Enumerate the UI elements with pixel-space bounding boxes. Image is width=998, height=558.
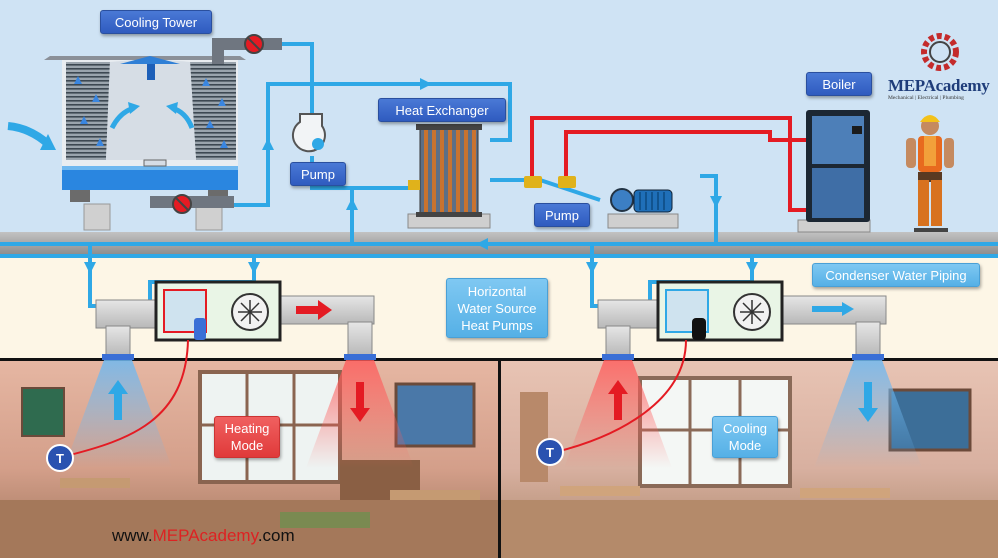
website-prefix: www. (112, 526, 153, 545)
website-url[interactable]: www.MEPAcademy.com (112, 526, 295, 546)
pump-right-label: Pump (534, 203, 590, 227)
logo-gear-icon (921, 33, 959, 71)
logo-tagline: Mechanical | Electrical | Plumbing (888, 95, 964, 101)
thermostat-wire-right (555, 339, 687, 453)
mepacademy-logo: MEPAcademy Mechanical | Electrical | Plu… (888, 76, 990, 101)
air-arrows (108, 380, 878, 422)
boiler (797, 110, 871, 233)
pump-right (607, 188, 679, 229)
pipe-tees (524, 176, 576, 188)
thermostat-left-icon (46, 444, 74, 472)
cooling-mode-label: Cooling Mode (712, 416, 778, 458)
hot-water-piping (530, 116, 808, 212)
website-brand: MEPAcademy (152, 526, 258, 545)
boiler-label: Boiler (806, 72, 872, 96)
heat-exchanger-label: Heat Exchanger (378, 98, 506, 122)
cooling-tower (7, 34, 282, 231)
pump-left (291, 113, 326, 153)
flow-arrows (84, 78, 758, 274)
hwshp-label: Horizontal Water Source Heat Pumps (446, 278, 548, 338)
thermostat-left-label: T (56, 451, 64, 466)
thermostat-right-icon (536, 438, 564, 466)
website-suffix: .com (257, 526, 295, 545)
engineer-figure (906, 115, 954, 232)
heat-exchanger (407, 124, 491, 229)
thermostat-wire-left (65, 339, 189, 457)
pump-left-label: Pump (290, 162, 346, 186)
logo-name: MEPAcademy (888, 76, 990, 95)
room-divider (498, 358, 501, 558)
heating-mode-label: Heating Mode (214, 416, 280, 458)
thermostat-right-label: T (546, 445, 554, 460)
heat-pump-right (597, 280, 887, 360)
condenser-water-piping-label: Condenser Water Piping (812, 263, 980, 287)
heat-pump-left (95, 280, 376, 360)
cooling-tower-label: Cooling Tower (100, 10, 212, 34)
